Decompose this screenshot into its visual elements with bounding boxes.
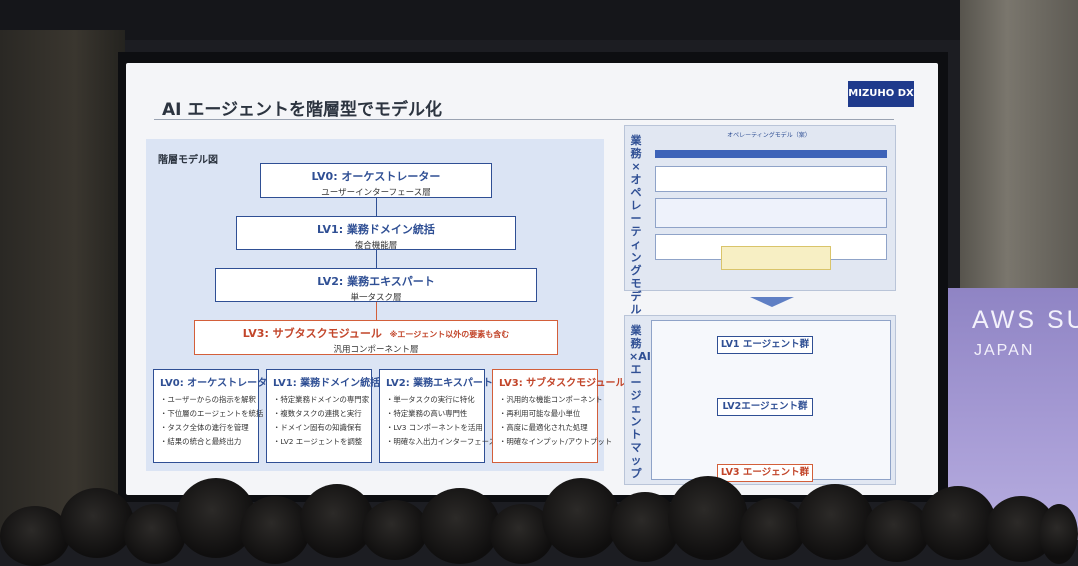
presentation-slide: AI エージェントを階層型でモデル化 MIZUHO DX 階層モデル図 LV0:…	[126, 63, 938, 495]
left-wall	[0, 30, 125, 540]
thumbnail-bar	[655, 150, 887, 158]
card-item: ・明確な入出力インターフェース	[386, 437, 497, 446]
level-subtitle: 単一タスク層	[350, 293, 402, 303]
operating-model-thumbnail: 業務×オペレーティングモデル オペレーティングモデル（案）	[624, 125, 896, 316]
card-title: LV2: 業務エキスパート	[386, 378, 493, 389]
audience-head	[0, 506, 70, 566]
card-item: ・特定業務ドメインの専門家	[273, 395, 370, 404]
connector-line	[376, 198, 377, 216]
slide-title: AI エージェントを階層型でモデル化	[162, 100, 443, 120]
audience-head	[1040, 504, 1078, 564]
banner-title: AWS SU	[972, 306, 1078, 334]
audience-head	[60, 488, 134, 558]
vertical-label: 業務×AIエージェントマップ	[629, 324, 651, 480]
level-box-lv1: LV1: 業務ドメイン統括 複合機能層	[236, 216, 516, 251]
card-item: ・LV2 エージェントを調整	[273, 437, 363, 446]
concrete-pillar	[960, 0, 1078, 300]
audience-head	[420, 488, 500, 564]
level-title-row: LV3: サブタスクモジュール ※エージェント以外の要素も含む	[195, 325, 557, 341]
level-subtitle: ユーザーインターフェース層	[321, 188, 431, 198]
audience-head	[920, 486, 996, 560]
detail-card-lv2: LV2: 業務エキスパート ・単一タスクの実行に特化 ・特定業務の高い専門性 ・…	[379, 369, 497, 463]
level-box-lv0: LV0: オーケストレーター ユーザーインターフェース層	[260, 163, 492, 198]
vertical-label: 業務×オペレーティングモデル	[630, 134, 642, 316]
card-item: ・単一タスクの実行に特化	[386, 395, 475, 404]
level-box-lv2: LV2: 業務エキスパート 単一タスク層	[215, 268, 537, 303]
thumbnail-highlight	[721, 246, 831, 270]
level-box-lv3: LV3: サブタスクモジュール ※エージェント以外の要素も含む 汎用コンポーネン…	[194, 320, 558, 355]
thumbnail-row	[655, 166, 887, 192]
card-item: ・LV3 コンポーネントを活用	[386, 423, 483, 432]
card-item: ・特定業務の高い専門性	[386, 409, 468, 418]
level-subtitle: 複合機能層	[354, 241, 398, 251]
card-item: ・結果の統合と最終出力	[160, 437, 242, 446]
card-item: ・複数タスクの連携と実行	[273, 409, 362, 418]
card-title: LV0: オーケストレーター	[160, 378, 278, 389]
audience-head	[668, 476, 748, 560]
card-item: ・ドメイン固有の知識保有	[273, 423, 362, 432]
audience-head	[542, 478, 620, 558]
panel-label: 階層モデル図	[158, 155, 218, 166]
down-arrow-icon	[750, 297, 794, 307]
level-title: LV3: サブタスクモジュール	[242, 327, 382, 340]
agent-group-lv3: LV3 エージェント群	[717, 464, 813, 482]
level-note: ※エージェント以外の要素も含む	[389, 330, 510, 339]
audience-head	[240, 496, 310, 564]
card-item: ・下位層のエージェントを統括	[160, 409, 264, 418]
connector-line	[376, 250, 377, 268]
connector-line	[376, 302, 377, 320]
mizuho-dx-logo: MIZUHO DX	[848, 81, 914, 107]
card-item: ・ユーザーからの指示を解釈	[160, 395, 256, 404]
level-title: LV1: 業務ドメイン統括	[317, 223, 435, 236]
card-item: ・明確なインプット/アウトプット	[499, 437, 613, 446]
detail-card-lv1: LV1: 業務ドメイン統括 ・特定業務ドメインの専門家 ・複数タスクの連携と実行…	[266, 369, 381, 463]
agent-map-thumbnail: 業務×AIエージェントマップ LV1 エージェント群 LV2エージェント群 LV…	[624, 315, 896, 485]
thumbnail-row	[655, 198, 887, 228]
thumbnail-header: オペレーティングモデル（案）	[727, 132, 811, 139]
audience-head	[362, 500, 428, 560]
card-item: ・高度に最適化された処理	[499, 423, 588, 432]
title-divider	[154, 119, 894, 120]
audience	[0, 470, 1078, 566]
detail-card-lv0: LV0: オーケストレーター ・ユーザーからの指示を解釈 ・下位層のエージェント…	[153, 369, 278, 463]
agent-group-lv2: LV2エージェント群	[717, 398, 813, 416]
banner-subtitle: JAPAN	[974, 342, 1035, 359]
card-title: LV1: 業務ドメイン統括	[273, 378, 381, 389]
card-item: ・再利用可能な最小単位	[499, 409, 581, 418]
agent-group-lv1: LV1 エージェント群	[717, 336, 813, 354]
card-title: LV3: サブタスクモジュール	[499, 378, 626, 389]
level-title: LV0: オーケストレーター	[311, 170, 441, 183]
detail-card-lv3: LV3: サブタスクモジュール ・汎用的な機能コンポーネント ・再利用可能な最小…	[492, 369, 626, 463]
ceiling	[0, 0, 1078, 40]
card-item: ・タスク全体の進行を管理	[160, 423, 249, 432]
card-item: ・汎用的な機能コンポーネント	[499, 395, 603, 404]
level-title: LV2: 業務エキスパート	[317, 275, 435, 288]
level-subtitle: 汎用コンポーネント層	[333, 345, 419, 355]
audience-head	[796, 484, 874, 560]
